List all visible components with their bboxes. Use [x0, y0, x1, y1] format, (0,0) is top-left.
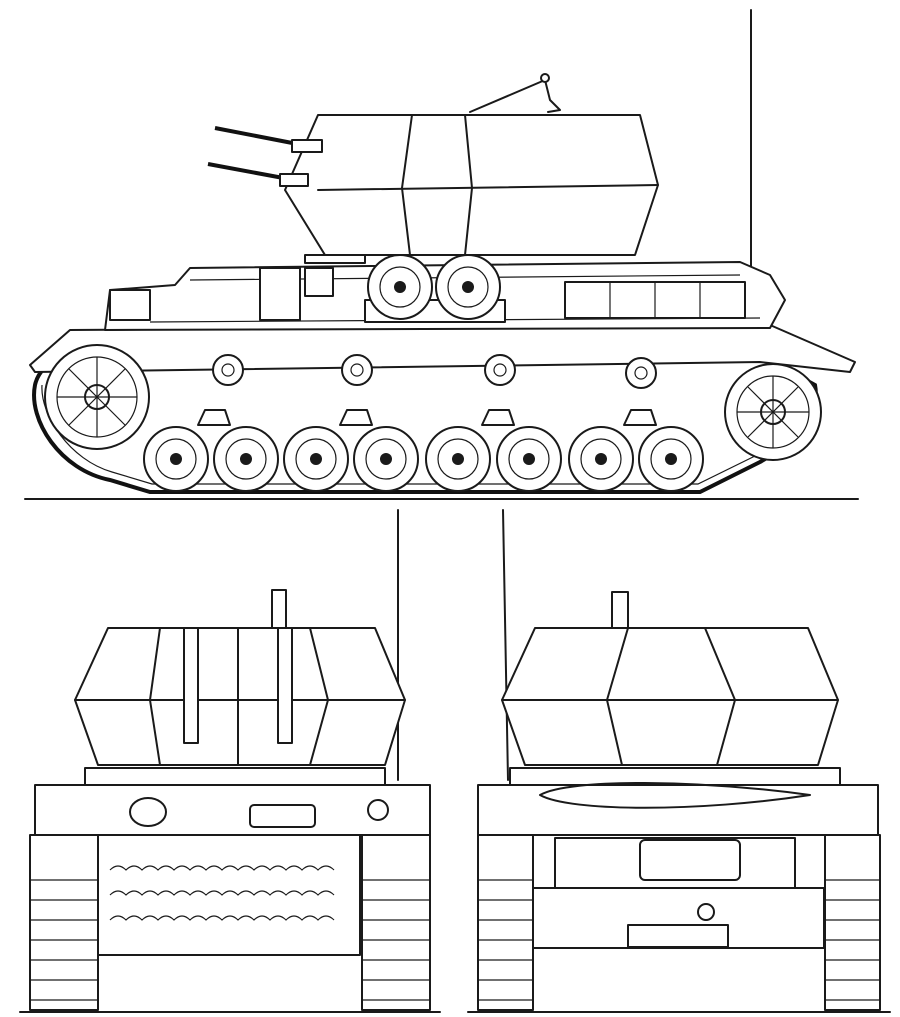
front-gun-left — [183, 627, 199, 744]
rear-hull-upper — [477, 784, 879, 836]
front-view — [19, 509, 441, 1013]
driver-visor — [129, 797, 167, 827]
front-track-left — [29, 834, 99, 1011]
idler-wheel — [724, 363, 822, 461]
turret-ring — [304, 254, 366, 264]
tow-cable — [539, 781, 811, 809]
suspension-bogies — [197, 409, 657, 426]
front-plate — [249, 804, 316, 828]
gun-sight — [469, 79, 561, 113]
front-turret-base — [84, 767, 386, 787]
side-hatch — [259, 267, 301, 321]
front-track-right — [361, 834, 431, 1011]
rear-view — [467, 509, 891, 1013]
flak-guns — [207, 126, 323, 187]
rear-exhaust — [109, 289, 151, 321]
rear-track-right — [824, 834, 881, 1011]
front-track-treads — [30, 879, 430, 1001]
drive-sprocket — [44, 344, 150, 450]
front-turret — [74, 627, 406, 766]
rear-track-left — [477, 834, 534, 1011]
rear-antenna — [502, 509, 509, 781]
rear-plate — [627, 924, 729, 948]
rear-turret — [501, 627, 839, 766]
hull-fender — [29, 324, 856, 373]
front-hull-lower — [97, 834, 361, 956]
front-sight — [271, 589, 287, 629]
road-wheels — [143, 426, 704, 492]
rear-sight — [611, 591, 629, 629]
spare-wheels — [367, 254, 501, 320]
front-gun-right — [277, 627, 293, 744]
side-view — [24, 9, 859, 500]
return-rollers — [212, 354, 657, 389]
side-vision-port — [304, 267, 334, 297]
front-track-links — [109, 865, 335, 921]
rear-track-treads — [478, 879, 880, 1001]
front-hull-upper — [34, 784, 431, 836]
